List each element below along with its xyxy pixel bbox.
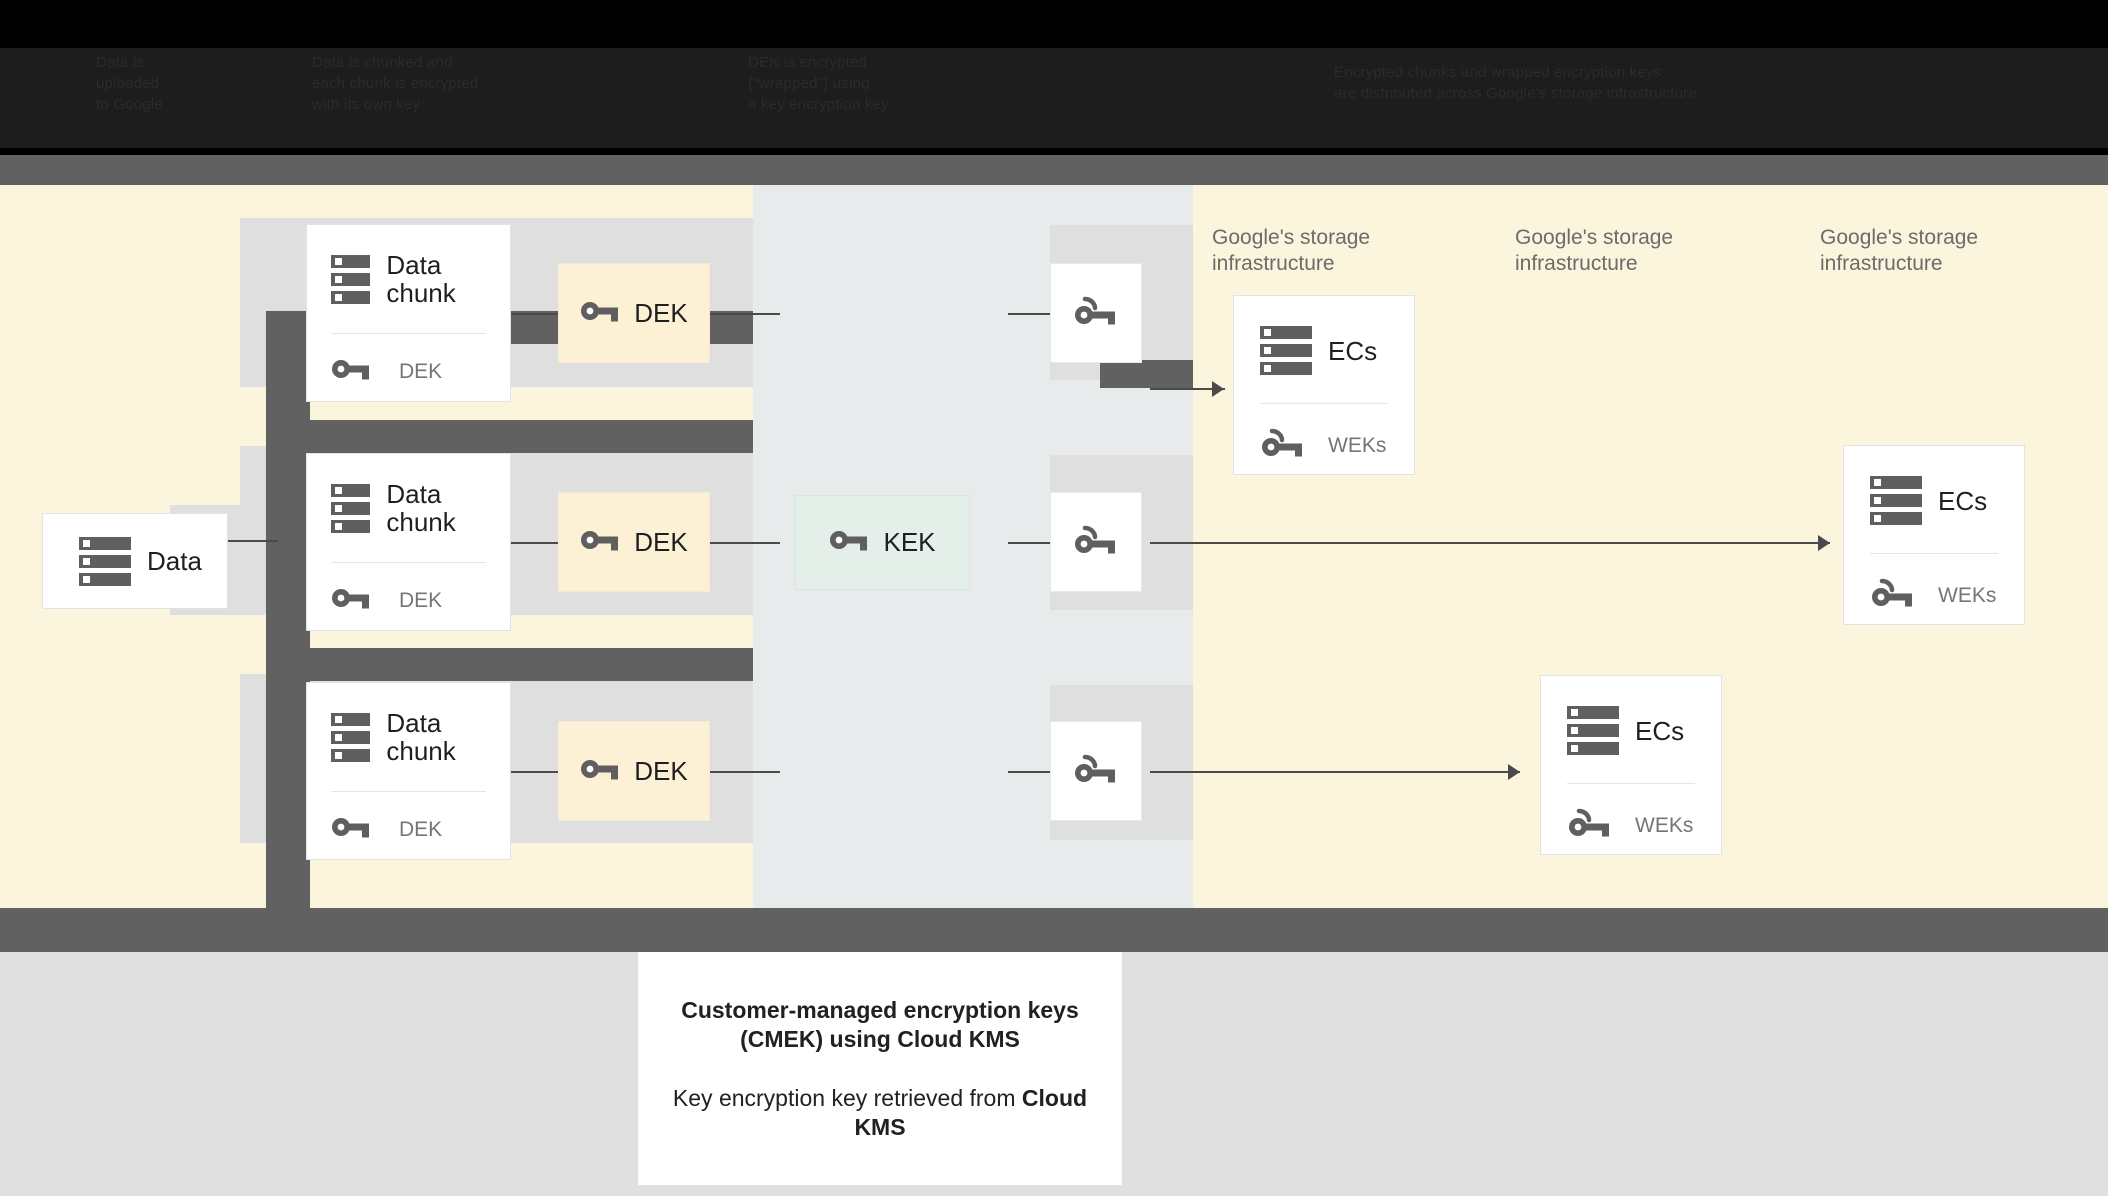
ec-title: ECs [1328, 335, 1378, 366]
storage-icon [79, 536, 131, 586]
arrow-to-ec2 [1818, 535, 1830, 551]
header-step-4: Encrypted chunks and wrapped encryption … [1334, 64, 1697, 102]
ec-card-1[interactable]: ECs WEKs [1233, 295, 1415, 475]
dek-box-2[interactable]: DEK [558, 492, 710, 592]
chunk-title: Data chunk [386, 250, 456, 308]
line-kek-to-wkey2 [1008, 542, 1050, 544]
wrapped-key-card-1[interactable] [1050, 263, 1142, 363]
line-chunk2-to-dek2 [510, 542, 558, 544]
caption-area: Customer-managed encryption keys (CMEK) … [0, 952, 2108, 1196]
line-panel-to-wkey3 [1008, 771, 1050, 773]
page-header: Data is uploaded to Google Data is chunk… [0, 0, 2108, 155]
wrapped-key-icon [1870, 578, 1922, 613]
data-chunk-card-1[interactable]: Data chunk DEK [306, 224, 511, 402]
ec-card-3[interactable]: ECs WEKs [1540, 675, 1722, 855]
line-chunk3-to-dek3 [510, 771, 558, 773]
card-divider [1567, 783, 1695, 784]
bracket-arm-3 [266, 648, 753, 681]
ec-key-label: WEKs [1328, 433, 1387, 457]
wrapped-key-card-2[interactable] [1050, 492, 1142, 592]
dek-box-1[interactable]: DEK [558, 263, 710, 363]
key-icon [829, 529, 869, 556]
line-to-ec1 [1150, 388, 1225, 390]
chunk-key-label: DEK [399, 817, 443, 841]
line-to-ec3 [1150, 771, 1520, 773]
dek-label: DEK [634, 755, 688, 786]
bottom-divider-bar [0, 908, 2108, 952]
wrapped-key-icon [1073, 525, 1119, 560]
card-divider [331, 562, 486, 563]
caption-line-2-bold: Cloud KMS [854, 1084, 1088, 1140]
ec-card-2[interactable]: ECs WEKs [1843, 445, 2025, 625]
wrapped-key-icon [1260, 428, 1312, 463]
card-divider [1260, 403, 1388, 404]
line-dek3-to-panel [710, 771, 780, 773]
caption-line-2: Key encryption key retrieved from Cloud … [664, 1084, 1096, 1142]
data-chunk-card-2[interactable]: Data chunk DEK [306, 453, 511, 631]
diagram-canvas: Data Data chunk DEK Data chunk [0, 185, 2108, 957]
key-icon [580, 300, 620, 327]
header-step-3: DEK is encrypted ("wrapped") using a key… [748, 54, 889, 113]
header-step-1: Data is uploaded to Google [96, 54, 163, 113]
caption-line-2-prefix: Key encryption key retrieved from [672, 1084, 1022, 1111]
ec-key-label: WEKs [1635, 813, 1694, 837]
storage-label-2: Google's storage infrastructure [1515, 226, 1674, 275]
arrow-stub-1 [1100, 360, 1193, 388]
ec-title: ECs [1635, 715, 1685, 746]
dek-label: DEK [634, 297, 688, 328]
line-dek1-to-panel [710, 313, 780, 315]
storage-icon [1870, 476, 1922, 525]
line-dek2-to-panel [710, 542, 780, 544]
line-panel-to-wkey1 [1008, 313, 1050, 315]
line-data-to-bracket [228, 540, 278, 542]
card-divider [331, 333, 486, 334]
arrow-to-ec3 [1508, 764, 1520, 780]
line-to-ec2 [1150, 542, 1830, 544]
storage-icon [1567, 706, 1619, 755]
caption-line-1: Customer-managed encryption keys (CMEK) … [681, 996, 1079, 1052]
wrapped-key-icon [1073, 296, 1119, 331]
key-icon [331, 358, 383, 385]
storage-icon [331, 483, 371, 533]
chunk-key-label: DEK [399, 588, 443, 612]
chunk-key-label: DEK [399, 359, 443, 383]
data-source-card[interactable]: Data [42, 513, 228, 609]
card-divider [331, 791, 486, 792]
storage-label-3: Google's storage infrastructure [1820, 226, 1979, 275]
wrapped-key-icon [1567, 808, 1619, 843]
cmek-caption-card: Customer-managed encryption keys (CMEK) … [638, 952, 1122, 1185]
card-divider [1870, 553, 1998, 554]
key-icon [580, 758, 620, 785]
kek-label: KEK [883, 527, 936, 557]
storage-icon [331, 712, 371, 762]
arrow-to-ec1 [1212, 381, 1224, 397]
header-band [0, 48, 2108, 148]
key-icon [580, 529, 620, 556]
line-chunk1-to-dek1 [510, 313, 558, 315]
wrapped-key-icon [1073, 754, 1119, 789]
data-chunk-card-3[interactable]: Data chunk DEK [306, 682, 511, 860]
storage-icon [1260, 326, 1312, 375]
ec-key-label: WEKs [1938, 583, 1997, 607]
storage-icon [331, 254, 371, 304]
chunk-title: Data chunk [386, 479, 456, 537]
dek-label: DEK [634, 526, 688, 557]
header-step-2: Data is chunked and each chunk is encryp… [312, 54, 479, 113]
bracket-arm-2 [266, 420, 753, 453]
bracket-trunk [266, 311, 310, 957]
dek-box-3[interactable]: DEK [558, 721, 710, 821]
storage-label-1: Google's storage infrastructure [1212, 226, 1371, 275]
key-icon [331, 587, 383, 614]
ec-title: ECs [1938, 485, 1988, 516]
data-source-label: Data [147, 546, 202, 576]
chunk-title: Data chunk [386, 708, 456, 766]
kek-box[interactable]: KEK [795, 495, 970, 590]
key-icon [331, 816, 383, 843]
top-divider-bar [0, 155, 2108, 185]
wrapped-key-card-3[interactable] [1050, 721, 1142, 821]
